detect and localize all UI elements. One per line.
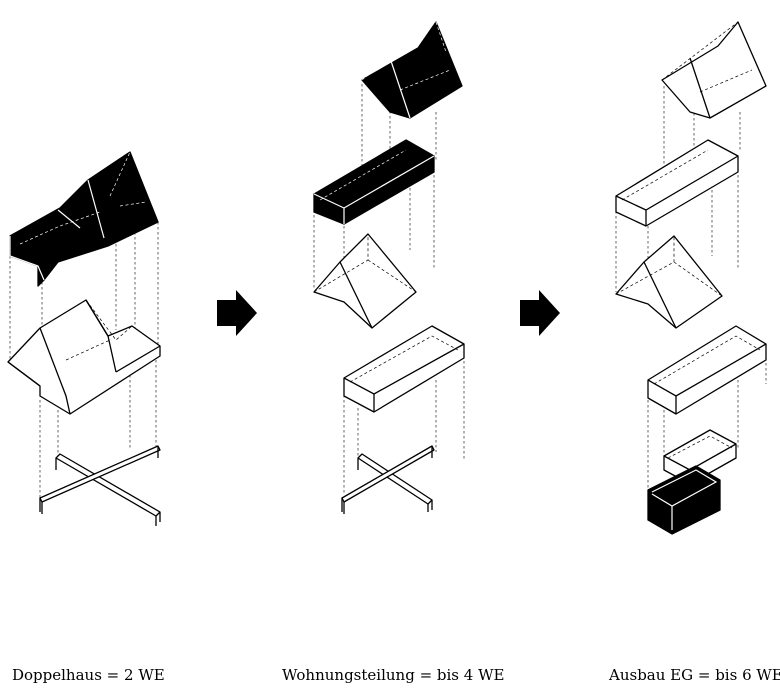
- upper-slab-solid-2: [313, 139, 435, 225]
- ground-slab-outline-2: [343, 325, 465, 413]
- roof-outline-2: [313, 233, 417, 329]
- ground-slab-outline-3: [647, 325, 767, 415]
- caption-ausbau-eg: Ausbau EG = bis 6 WE: [609, 666, 780, 684]
- upper-slab-outline-3: [615, 139, 739, 227]
- upper-floor-solid-1: [9, 151, 159, 287]
- stage-1-doppelhaus: [7, 151, 161, 526]
- caption-wohnungsteilung: Wohnungsteilung = bis 4 WE: [282, 666, 505, 684]
- cross-wall-2: [341, 445, 435, 514]
- roof-outline-middle-3: [615, 235, 723, 329]
- cross-wall-1: [39, 445, 161, 526]
- stage-2-wohnungsteilung: [313, 21, 465, 514]
- roof-outline-top-3: [661, 21, 767, 119]
- stage-3-ausbau-eg: [615, 21, 767, 535]
- projection-lines-3: [615, 86, 767, 500]
- basement-box-solid-3: [647, 465, 721, 535]
- right-arrow-icon: [217, 290, 257, 336]
- right-arrow-icon: [520, 290, 560, 336]
- caption-doppelhaus: Doppelhaus = 2 WE: [12, 666, 165, 684]
- ground-floor-outline-1: [7, 299, 161, 415]
- roof-solid-2: [361, 21, 463, 119]
